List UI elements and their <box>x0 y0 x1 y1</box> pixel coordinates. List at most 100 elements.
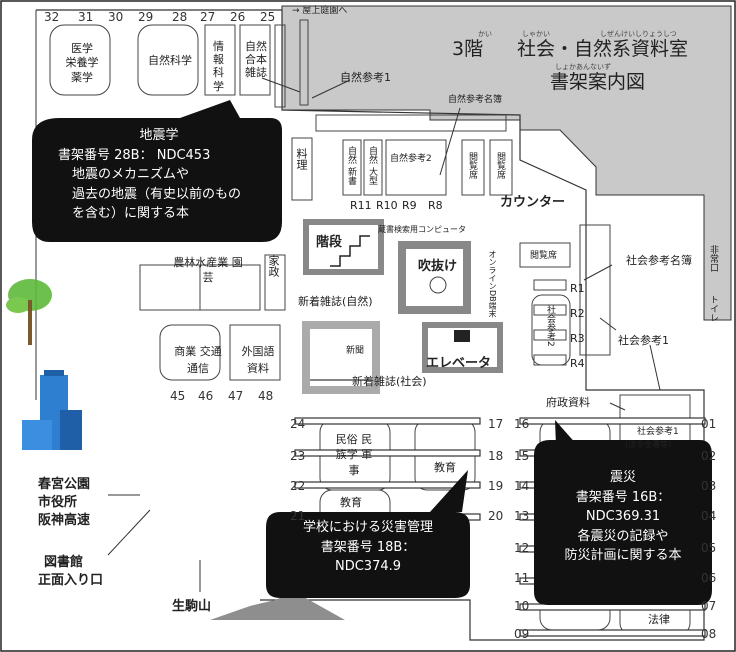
callout-jishin: 地震学 書架番号 28B： NDC453 地震のメカニズムや 過去の地震（有史以… <box>44 126 274 224</box>
rooftop-arrow: → 屋上庭園へ <box>292 6 348 16</box>
shelf-num-rr: 05 <box>701 541 717 555</box>
shelf-num-rr: 04 <box>701 509 717 523</box>
shelf-num: 26 <box>230 10 246 24</box>
callout-line: 地震のメカニズムや <box>72 167 190 182</box>
label-toilet: トイレ <box>708 295 718 322</box>
shelf-num-left: 23 <box>290 449 306 463</box>
rnum-right: R3 <box>570 332 585 345</box>
shelf-num-left: 21 <box>290 509 306 523</box>
callout-shelf: 書架番号 18B： <box>320 539 416 555</box>
shelf-num-rr: 02 <box>701 449 717 463</box>
shelf-igaku: 医学 栄養学 薬学 <box>65 42 99 84</box>
shelf-houritsu: 法律 <box>648 613 670 626</box>
label-shakai-sanko1: 社会参考1 <box>618 334 669 347</box>
shelf-num: 27 <box>200 10 216 24</box>
label-kaidan: 階段 <box>316 235 343 250</box>
callout-ndc: NDC374.9 <box>334 559 402 574</box>
callout-ndc: NDC369.31 <box>585 509 661 524</box>
label-shizen-sanko1: 自然参考1 <box>340 71 391 84</box>
callout-title: 震災 <box>609 470 636 485</box>
rnum-right: R2 <box>570 307 585 320</box>
rnum: R8 <box>428 199 443 212</box>
label-shakai-sanko1-box: 社会参考1 <box>637 427 679 437</box>
shelf-num-rr: 07 <box>701 599 717 613</box>
label-etsuran-3: 閲覧席 <box>530 251 558 261</box>
callout-gakkou: 学校における災害管理 書架番号 18B： NDC374.9 <box>268 518 468 577</box>
shelf-num-mid: 18 <box>488 449 504 463</box>
shelf-num-bottom: 45 <box>170 389 186 403</box>
label-elevator: エレベータ <box>426 356 492 371</box>
label-computer: 蔵書検索用コンピュータ <box>378 225 466 234</box>
ruby-shizen: しぜんけいしりょうしつ <box>600 30 677 38</box>
callout-line: 過去の地震（有史以前のもの <box>72 186 242 202</box>
shelf-gaikokugo: 外国語 資料 <box>241 345 275 375</box>
rnum: R10 <box>376 199 398 212</box>
label-online-db: オンラインDB端末 <box>488 250 497 318</box>
label-hourei: (法令全書等) <box>625 440 672 449</box>
shelf-num-left: 24 <box>290 417 306 431</box>
label-shinchaku-shakai: 新着雑誌(社会) <box>352 375 427 388</box>
shelf-shizen-goho: 自然 合本 雑誌 <box>245 40 267 80</box>
shelf-kyouiku: 教育 <box>434 461 456 474</box>
callout-line: を含む）に関する本 <box>72 206 190 221</box>
shelf-num-mid: 19 <box>488 479 504 493</box>
callout-shelf: 書架番号 28B： NDC453 <box>58 147 211 163</box>
shelf-shougyou: 商業 交通 通信 <box>174 345 222 375</box>
shelf-num: 29 <box>138 10 154 24</box>
label-toshokan: 図書館 <box>44 555 84 570</box>
shelf-num: 30 <box>108 10 124 24</box>
label-shinchaku-shizen: 新着雑誌(自然) <box>298 295 373 308</box>
label-shizen-meibo: 自然参考名簿 <box>448 95 503 105</box>
ruby-annai: しょかあんないず <box>555 63 611 71</box>
ruby-kai: かい <box>478 30 492 38</box>
room-name: 社会・自然系資料室 <box>517 38 689 60</box>
shelf-kyouiku2: 教育 <box>340 496 362 509</box>
shelf-shizen-oogata: 自然 大型 <box>367 146 377 185</box>
shelf-shizen-shinsho: 自然 新書 <box>346 146 356 185</box>
shelf-num-rr: 03 <box>701 479 717 493</box>
shelf-num-mid: 20 <box>488 509 504 523</box>
shelf-num-mid: 17 <box>488 417 504 431</box>
shelf-num-rl: 13 <box>514 509 530 523</box>
label-shoumen: 正面入り口 <box>38 573 104 588</box>
label-haruka: 春宮公園 <box>38 477 91 492</box>
callout-shinsai: 震災 書架番号 16B： NDC369.31 各震災の記録や 防災計画に関する本 <box>536 468 710 566</box>
shelf-num: 32 <box>44 10 60 24</box>
label-shakai-meibo: 社会参考名簿 <box>626 254 692 267</box>
shelf-num-rl: 14 <box>514 479 530 493</box>
rnum: R11 <box>350 199 372 212</box>
shelf-num-rl: 11 <box>514 571 530 585</box>
shelf-num-rr: 01 <box>701 417 717 431</box>
shelf-num-bottom: 48 <box>258 389 274 403</box>
shelf-shakai-sanko2: 社会参考2 <box>545 305 555 347</box>
shelf-shizen-sanko2: 自然参考2 <box>390 154 432 164</box>
callout-title: 学校における災害管理 <box>302 520 433 535</box>
shelf-num: 25 <box>260 10 276 24</box>
shelf-nougyou: 農林水産業 園芸 <box>173 256 243 285</box>
shelf-minzoku: 民俗 民族学 軍事 <box>335 433 373 477</box>
shelf-num-rl: 16 <box>514 417 530 431</box>
rnum-right: R4 <box>570 357 585 370</box>
shelf-num-bottom: 47 <box>228 389 244 403</box>
shelf-num-rr: 06 <box>701 571 717 585</box>
shelf-katei: 家政 <box>267 255 280 277</box>
shelf-shizen-kagaku: 自然科学 <box>148 54 192 67</box>
rnum: R9 <box>402 199 417 212</box>
shelf-num-rl: 10 <box>514 599 530 613</box>
callout-line: 防災計画に関する本 <box>564 548 682 563</box>
shelf-ryouri: 料理 <box>295 148 308 170</box>
label-counter: カウンター <box>500 195 566 210</box>
callout-line: 各震災の記録や <box>577 528 669 544</box>
callout-title: 地震学 <box>139 128 179 143</box>
shelf-num-rl: 15 <box>514 449 530 463</box>
shelf-num-rl: 12 <box>514 541 530 555</box>
label-hanshin: 阪神高速 <box>38 513 91 528</box>
shelf-num: 31 <box>78 10 94 24</box>
label-shinbun: 新聞 <box>346 346 365 356</box>
ruby-shakai: しゃかい <box>522 30 550 38</box>
label-fukinuke: 吹抜け <box>418 259 458 274</box>
floor-label: 3階 <box>452 38 484 60</box>
shelf-num-left: 22 <box>290 479 306 493</box>
label-fuchou: 府政資料 <box>546 396 590 409</box>
label-shiyakusho: 市役所 <box>38 495 78 510</box>
